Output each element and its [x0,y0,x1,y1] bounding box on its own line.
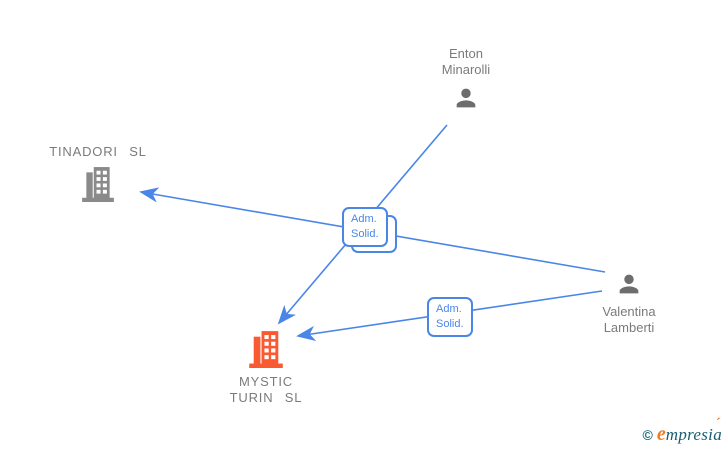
node-label: TINADORI SL [49,144,147,159]
copyright-icon: © [642,427,653,443]
node-enton-minarolli[interactable]: Enton Minarolli [396,46,536,112]
node-label: MYSTIC TURIN SL [229,374,303,405]
building-icon [81,166,115,202]
building-icon-highlighted [248,330,284,368]
edge-label-box-adm-solid-1[interactable]: Adm. Solid. [342,207,388,247]
brand-accent: ´ [715,416,720,432]
node-mystic-turin-sl[interactable]: MYSTIC TURIN SL [196,330,336,406]
person-icon [615,270,643,298]
edge-label-text: Adm. [351,213,377,225]
person-icon [452,84,480,112]
empresia-logo: © empresia ´ [642,416,722,446]
node-valentina-lamberti[interactable]: Valentina Lamberti [559,270,699,336]
brand-wordmark: empresia ´ [656,416,722,445]
node-label: Enton Minarolli [441,46,491,77]
edge-label-text: Adm. [436,303,462,315]
edge-label-text: Solid. [436,318,464,330]
edge-label-box-adm-solid-2[interactable]: Adm. Solid. [427,297,473,337]
node-tinadori-sl[interactable]: TINADORI SL [28,144,168,202]
edge-label-text: Solid. [351,228,379,240]
node-label: Valentina Lamberti [602,304,656,335]
